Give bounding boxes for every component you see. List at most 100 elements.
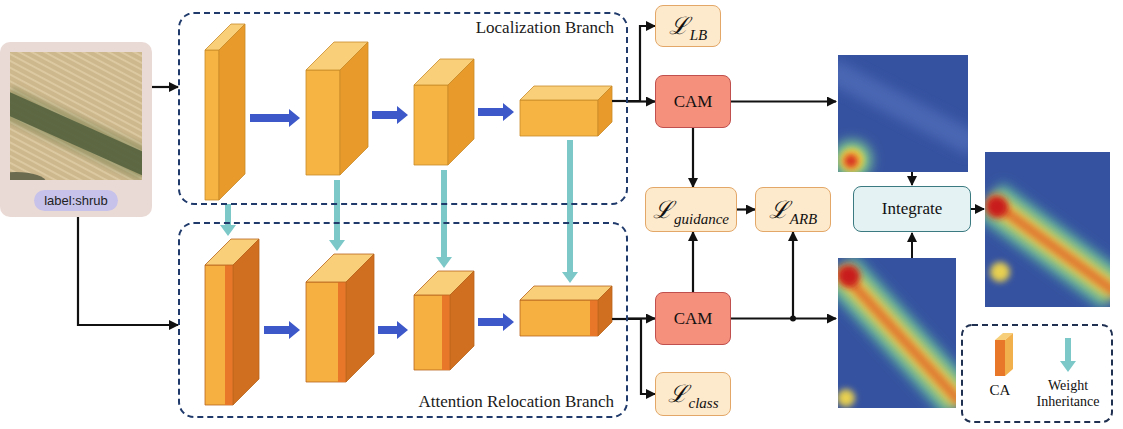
legend-swatch bbox=[995, 340, 1005, 376]
shrub-band bbox=[10, 102, 142, 166]
block-side bbox=[219, 24, 245, 200]
heatmap-blob bbox=[838, 265, 860, 287]
heatmap-band bbox=[990, 200, 1110, 292]
heatmap-blob bbox=[838, 389, 855, 407]
cam-box: CAM bbox=[655, 75, 731, 128]
block-front bbox=[414, 85, 448, 165]
block-top bbox=[520, 286, 612, 300]
loss-box: ℒLB bbox=[655, 5, 721, 47]
integrate-input bbox=[911, 233, 913, 258]
block-side bbox=[598, 286, 612, 336]
integrate-box: Integrate bbox=[853, 186, 971, 232]
connector-arrow bbox=[731, 232, 793, 319]
block-top bbox=[520, 86, 612, 100]
branch-frame: Localization Branch bbox=[178, 12, 628, 205]
loss-subscript: LB bbox=[690, 27, 708, 43]
loss-symbol: ℒ bbox=[669, 13, 689, 39]
input-image bbox=[10, 52, 142, 180]
cam-box: CAM bbox=[655, 292, 731, 345]
heatmap-band bbox=[990, 200, 1110, 292]
text-group: ℒclass bbox=[668, 376, 719, 412]
loss-box: ℒguidance bbox=[645, 187, 737, 232]
block-front bbox=[205, 265, 233, 405]
heatmap-band bbox=[838, 70, 968, 145]
box-label: CAM bbox=[674, 309, 713, 328]
ca-strip bbox=[225, 265, 233, 405]
inheritance-arrow bbox=[436, 170, 452, 268]
ca-strip bbox=[590, 300, 598, 336]
feature-maps-bottom bbox=[205, 239, 612, 405]
flow-arrow bbox=[378, 321, 408, 339]
legend-inheritance-arrow bbox=[1060, 338, 1076, 372]
heatmap-band bbox=[840, 270, 956, 402]
inheritance-arrow bbox=[329, 180, 345, 251]
block-side bbox=[450, 271, 474, 370]
block-front bbox=[520, 300, 598, 336]
connector-arrow bbox=[628, 100, 655, 102]
shrub-edge bbox=[10, 102, 142, 166]
text-group: CAM bbox=[674, 92, 713, 112]
connector-arrow bbox=[78, 217, 178, 325]
block-side bbox=[340, 42, 368, 175]
class-label: label:shrub bbox=[34, 190, 118, 211]
box-label: CAM bbox=[674, 92, 713, 111]
output-arrow bbox=[731, 100, 836, 102]
legend-frame bbox=[962, 325, 1112, 422]
branch-title: Attention Relocation Branch bbox=[419, 392, 614, 412]
flow-arrow bbox=[478, 313, 514, 331]
inheritance-arrow bbox=[220, 204, 236, 236]
ca-strip bbox=[338, 282, 346, 382]
flow-arrows bbox=[250, 103, 514, 339]
input-panel bbox=[0, 42, 152, 217]
heatmap-band bbox=[840, 270, 956, 402]
connector-arrow bbox=[152, 86, 178, 88]
text-group: ℒguidance bbox=[653, 192, 729, 228]
block-side bbox=[448, 59, 474, 165]
block-front bbox=[306, 70, 340, 175]
block-front bbox=[414, 295, 450, 370]
inheritance-arrows bbox=[220, 140, 578, 283]
output-arrow bbox=[793, 317, 836, 319]
connector-arrow bbox=[692, 232, 694, 292]
heatmap bbox=[838, 258, 956, 408]
branch-frame: Attention Relocation Branch bbox=[178, 222, 628, 418]
block-front bbox=[306, 282, 346, 382]
heatmap bbox=[838, 55, 968, 172]
ca-strip bbox=[442, 295, 450, 370]
heatmap-blob bbox=[840, 148, 864, 172]
loss-subscript: class bbox=[689, 395, 719, 411]
flow-arrow bbox=[372, 106, 408, 124]
box-label: Integrate bbox=[882, 199, 942, 218]
loss-box: ℒclass bbox=[655, 372, 731, 416]
integrate-output bbox=[971, 208, 984, 210]
text-group: CAM bbox=[674, 309, 713, 329]
block-side bbox=[346, 254, 374, 382]
block-side bbox=[598, 86, 612, 136]
input-panel: label:shrub bbox=[0, 42, 152, 217]
text-group: ℒLB bbox=[669, 8, 708, 44]
loss-box: ℒARB bbox=[755, 187, 831, 232]
dark-corner bbox=[10, 172, 46, 180]
feature-maps-top bbox=[205, 24, 612, 200]
output-stub bbox=[612, 100, 628, 102]
inheritance-arrow bbox=[562, 140, 578, 283]
legend-text: CA bbox=[980, 382, 1020, 398]
connector-arrow bbox=[737, 208, 755, 210]
output-stub bbox=[612, 318, 628, 320]
text-group: Integrate bbox=[882, 199, 942, 219]
loss-symbol: ℒ bbox=[653, 197, 673, 223]
branch-title: Localization Branch bbox=[476, 18, 614, 38]
heatmap-band bbox=[990, 200, 1110, 292]
block-side bbox=[233, 239, 259, 405]
legend-text: Weight Inheritance bbox=[1026, 378, 1110, 410]
integrate-input bbox=[911, 172, 913, 185]
heatmap-blob bbox=[844, 154, 858, 168]
heatmap-blob bbox=[986, 196, 1008, 218]
loss-symbol: ℒ bbox=[668, 381, 688, 407]
connector-arrow bbox=[692, 128, 694, 187]
flow-arrow bbox=[264, 321, 300, 339]
heatmap-blob bbox=[838, 140, 872, 172]
flow-arrow bbox=[478, 103, 514, 121]
heatmap-band bbox=[840, 270, 956, 402]
